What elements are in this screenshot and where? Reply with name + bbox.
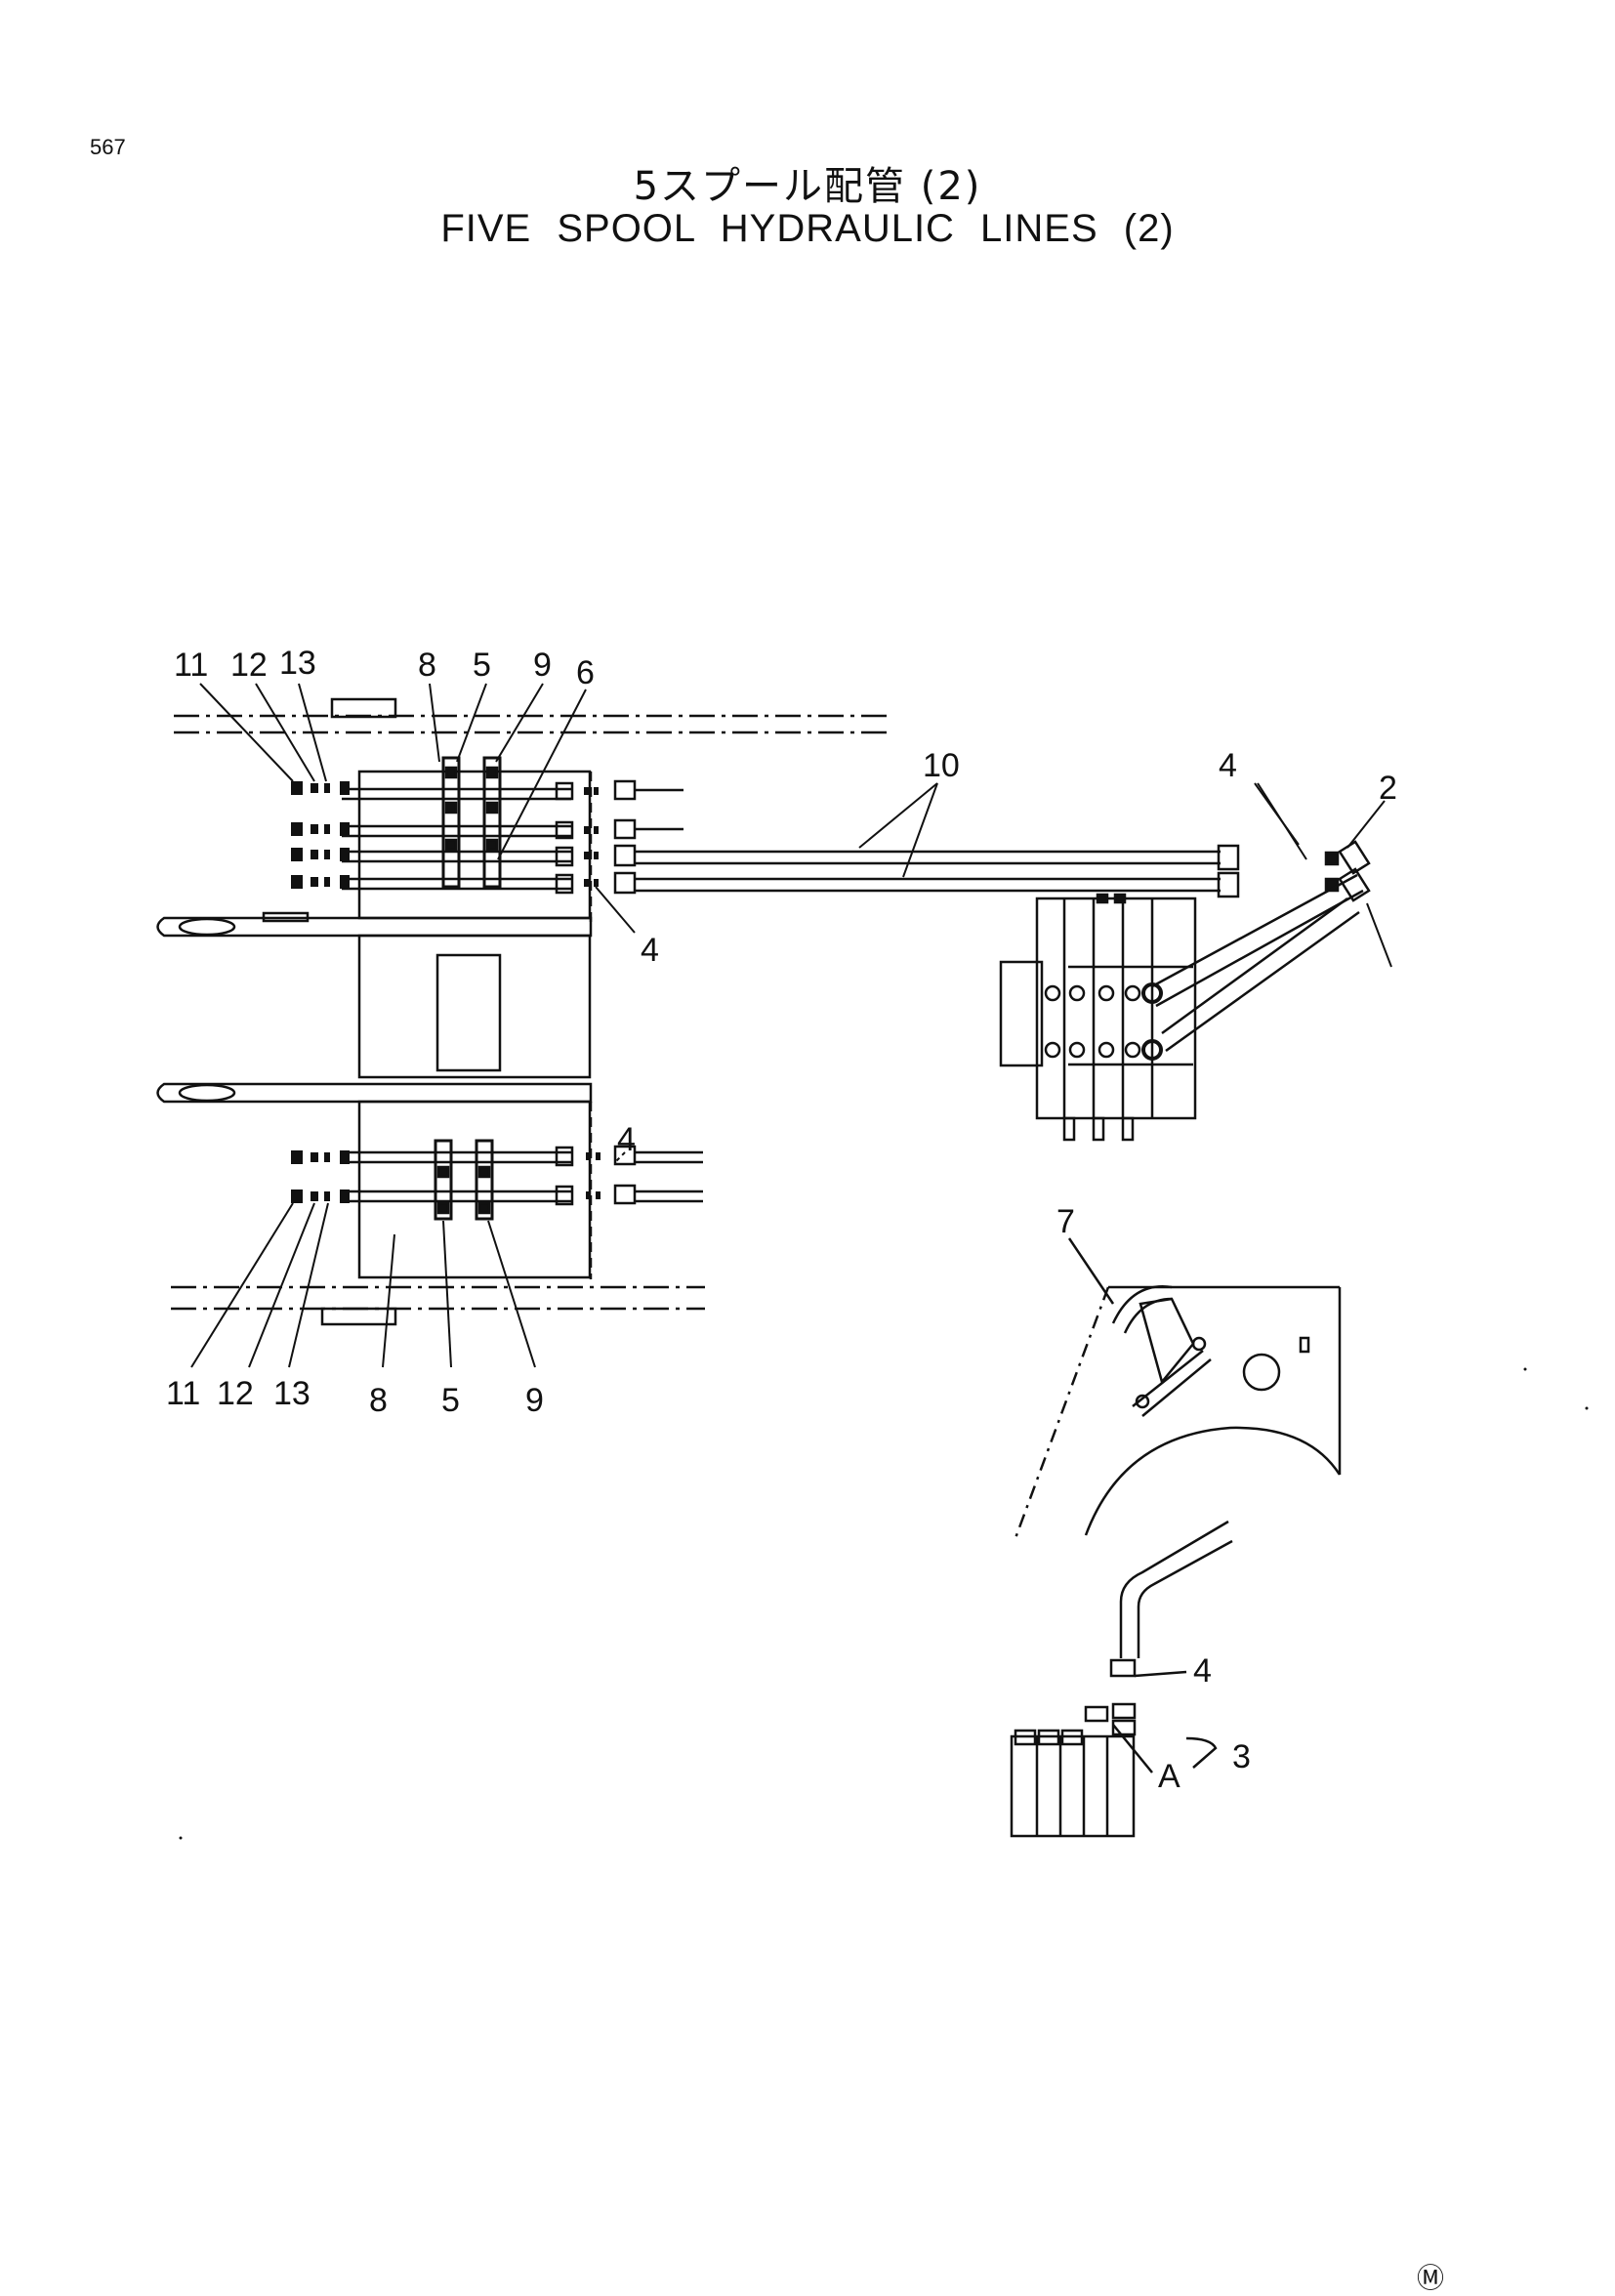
callout-12-bottom: 12	[217, 1375, 254, 1412]
upper-left-fittings	[291, 781, 350, 889]
frame-lines	[171, 697, 889, 1326]
clamp-detail	[1014, 1237, 1342, 1539]
upper-right-fittings	[555, 779, 683, 895]
callout-numbers: 11 12 13 8 5 9 6 10 4 2 4 4 11 12 13 8 5…	[166, 645, 1397, 1795]
scan-specks	[179, 1367, 1589, 1840]
callout-4-lower: 4	[617, 1121, 636, 1158]
callout-8-bottom: 8	[369, 1382, 388, 1419]
callout-7: 7	[1056, 1203, 1075, 1240]
page-title-japanese: 5スプール配管 (2)	[633, 164, 982, 209]
callout-13-top: 13	[279, 645, 316, 682]
callout-13-bottom: 13	[273, 1375, 311, 1412]
callout-5-top: 5	[473, 647, 491, 684]
callout-9-top: 9	[533, 647, 552, 684]
callout-3: 3	[1232, 1738, 1251, 1775]
callout-5-bottom: 5	[441, 1382, 460, 1419]
callout-6: 6	[576, 654, 595, 691]
callout-10: 10	[923, 747, 960, 784]
callout-4-right: 4	[1219, 747, 1237, 784]
callout-4-upper: 4	[641, 932, 659, 969]
right-elbow-fittings	[1151, 840, 1371, 1053]
valve-connection-detail	[1010, 1520, 1233, 1838]
callout-A: A	[1158, 1758, 1180, 1795]
upper-manifold-block	[342, 756, 593, 923]
long-hoses	[635, 844, 1240, 898]
callout-8-top: 8	[418, 647, 436, 684]
callout-11-top: 11	[174, 647, 208, 684]
callout-4-detail: 4	[1193, 1652, 1212, 1690]
control-valve	[999, 893, 1197, 1142]
frame-plates	[156, 911, 593, 1279]
callout-2: 2	[1379, 770, 1397, 807]
page-title-english: FIVE SPOOL HYDRAULIC LINES (2)	[440, 207, 1175, 250]
copyright-mark: Ⓜ	[1417, 2262, 1444, 2294]
leader-lines	[190, 683, 1392, 1368]
callout-11-bottom: 11	[166, 1375, 200, 1412]
lower-manifold-tubes	[291, 1139, 703, 1221]
callout-9-bottom: 9	[525, 1382, 544, 1419]
svg-text:Ⓜ: Ⓜ	[1417, 2262, 1444, 2294]
page-number: 567	[90, 135, 126, 159]
callout-12-top: 12	[230, 647, 268, 684]
